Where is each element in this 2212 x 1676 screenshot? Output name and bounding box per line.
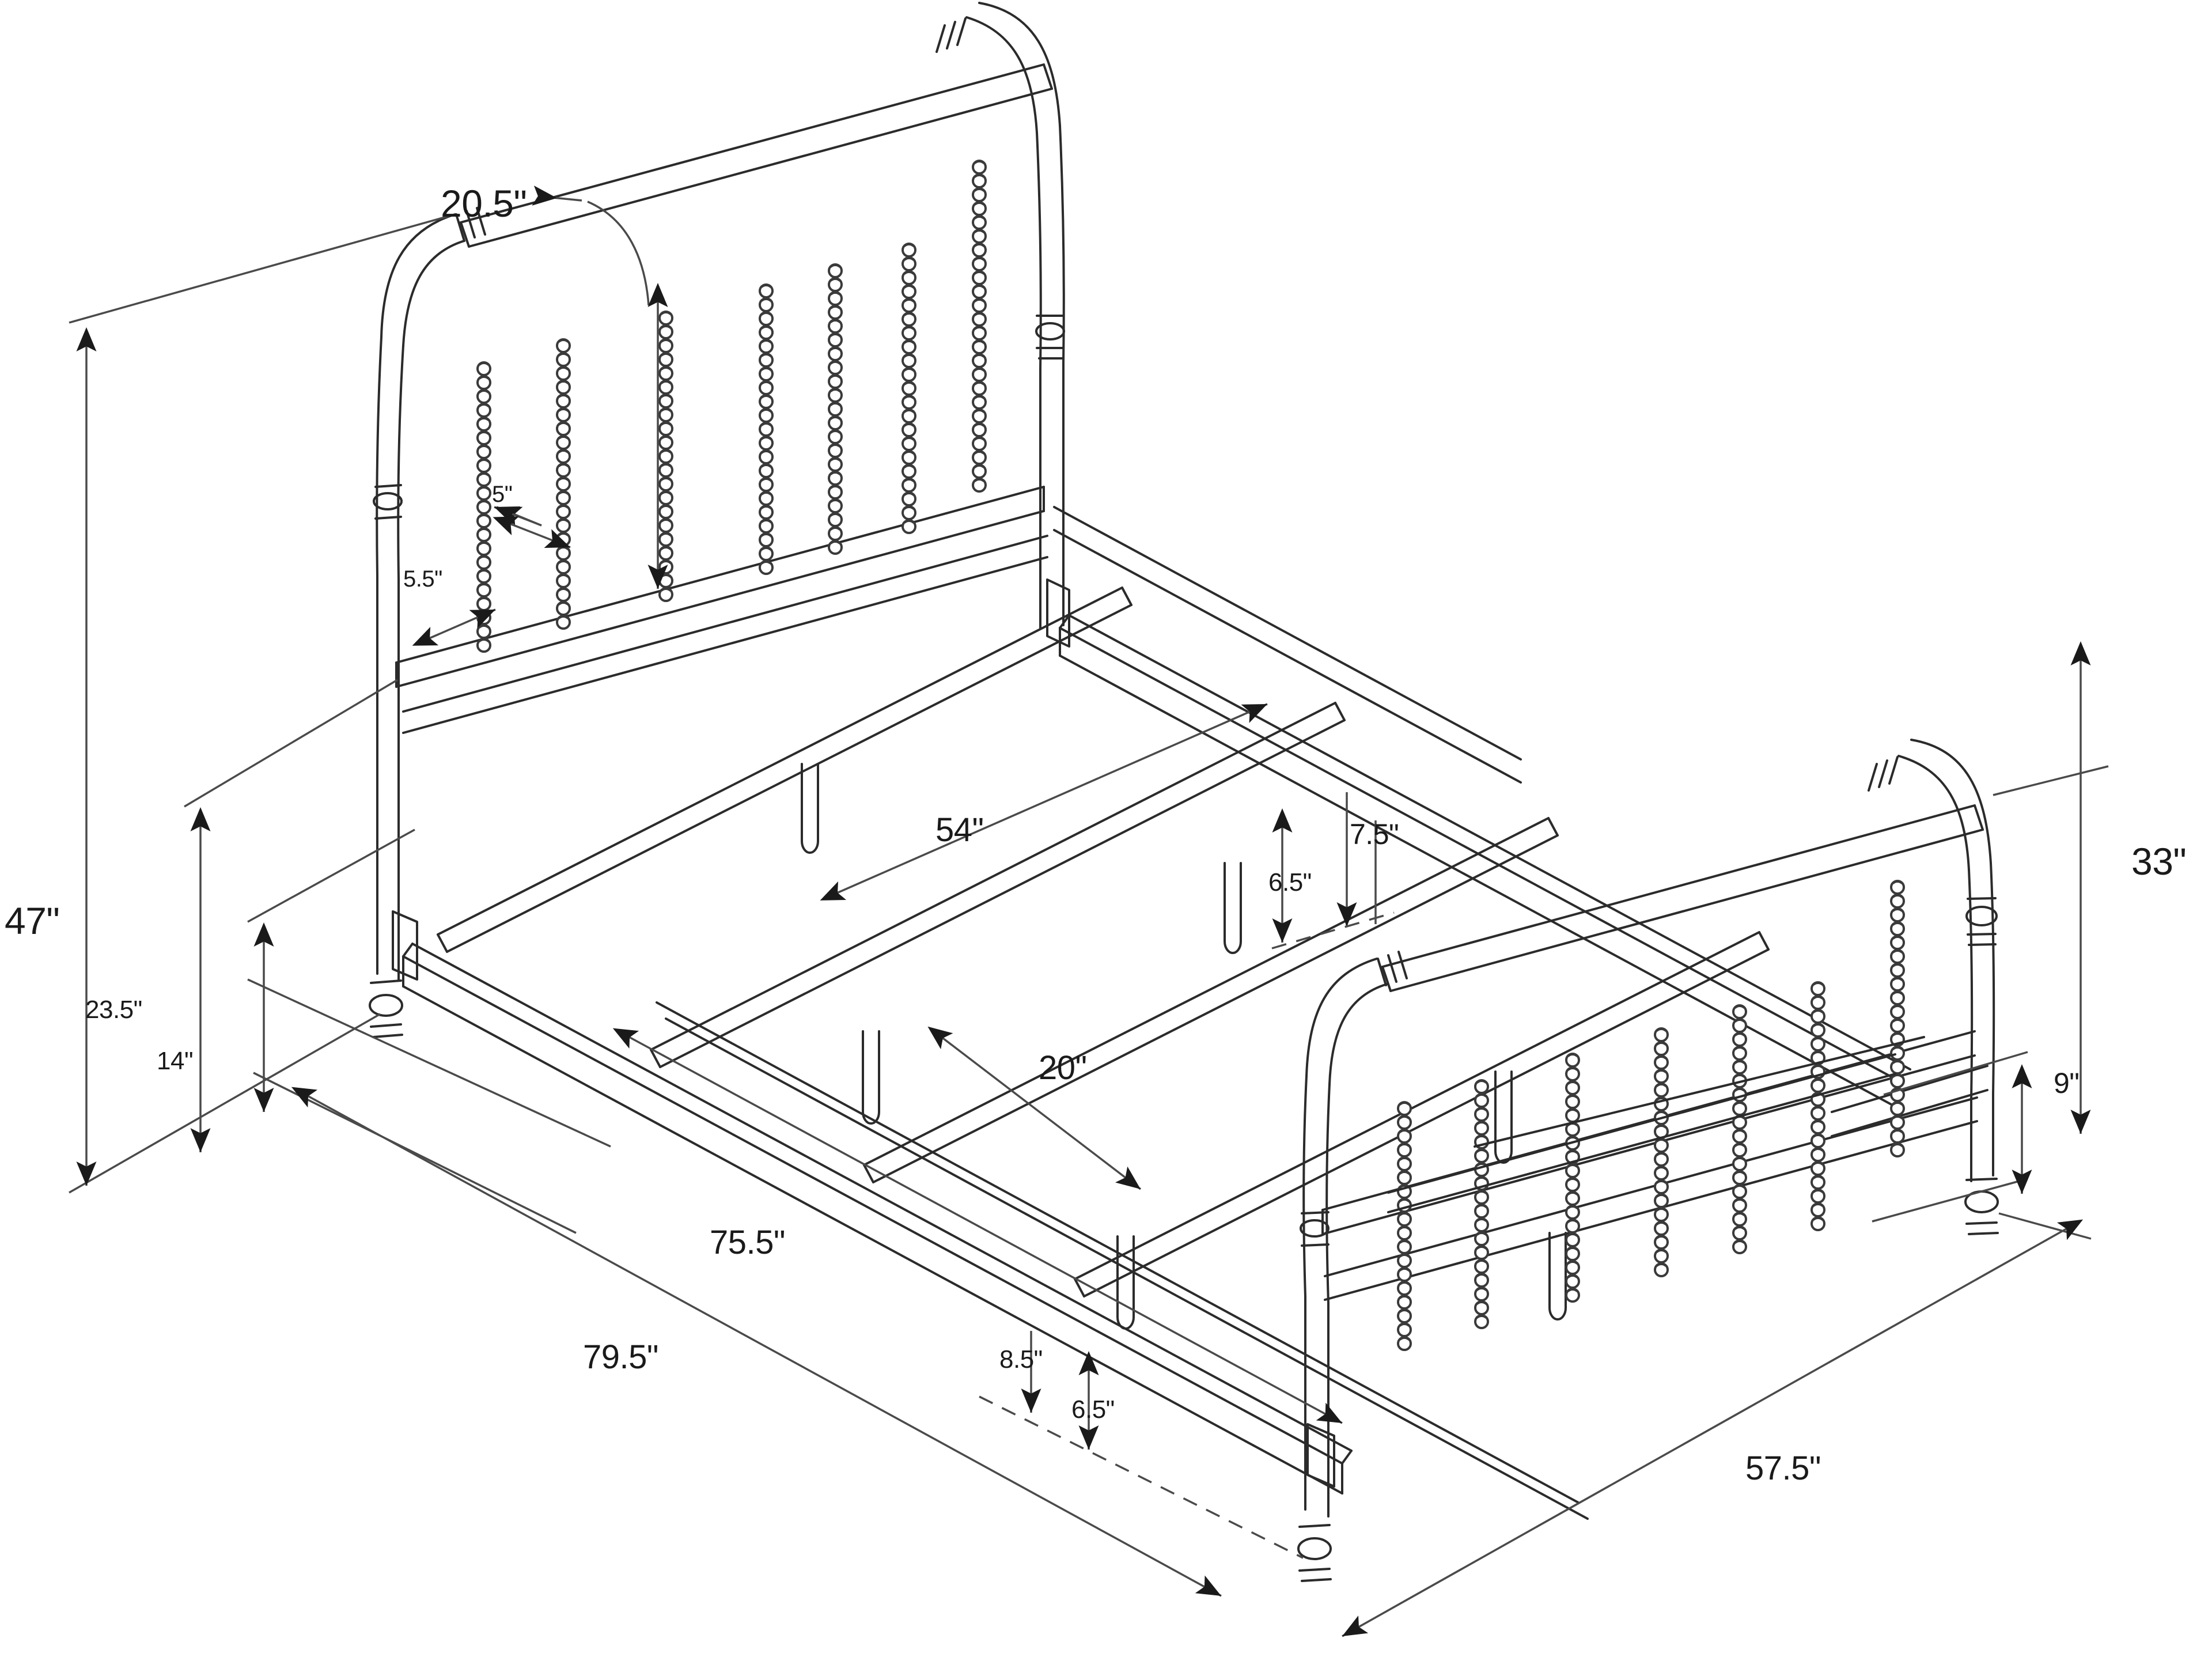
dim-deck-height: 14": [157, 1047, 194, 1075]
dim-headboard-post-height: 23.5": [85, 996, 142, 1024]
dim-rail-height-outer: 7.5": [1350, 818, 1399, 850]
dim-rail-to-rail-width: 54": [935, 811, 984, 849]
headboard-left-post: [369, 207, 486, 1038]
dim-overall-width: 57.5": [1745, 1450, 1821, 1487]
dim-edge-spindle-gap: 5.5": [403, 566, 442, 592]
footboard-right-post: [1868, 739, 1999, 1235]
rail-brackets: [392, 578, 1335, 1488]
far-side-rail: [1059, 614, 1911, 1111]
dim-headboard-spindle: 20.5": [441, 182, 527, 225]
dim-footboard-height: 33": [2131, 840, 2187, 883]
dim-overall-height: 47": [5, 899, 60, 942]
slat-deck: [437, 587, 1770, 1520]
dim-spindle-gap: 5": [492, 482, 513, 507]
dim-slat-spacing: 20": [1039, 1049, 1087, 1087]
footboard-spindles: [1397, 880, 1905, 1351]
dim-footboard-clearance: 9": [2054, 1067, 2080, 1099]
footboard-left-post: [1297, 951, 1408, 1582]
dim-overall-length: 79.5": [583, 1338, 658, 1376]
headboard-right-post: [935, 2, 1065, 629]
dim-rail-height-inner: 6.5": [1268, 868, 1312, 896]
headboard-spindles: [476, 160, 987, 653]
dim-inside-length: 75.5": [710, 1224, 785, 1261]
dim-footrail-height-inner: 6.5": [1071, 1395, 1115, 1424]
dim-footrail-height-outer: 8.5": [999, 1345, 1043, 1374]
